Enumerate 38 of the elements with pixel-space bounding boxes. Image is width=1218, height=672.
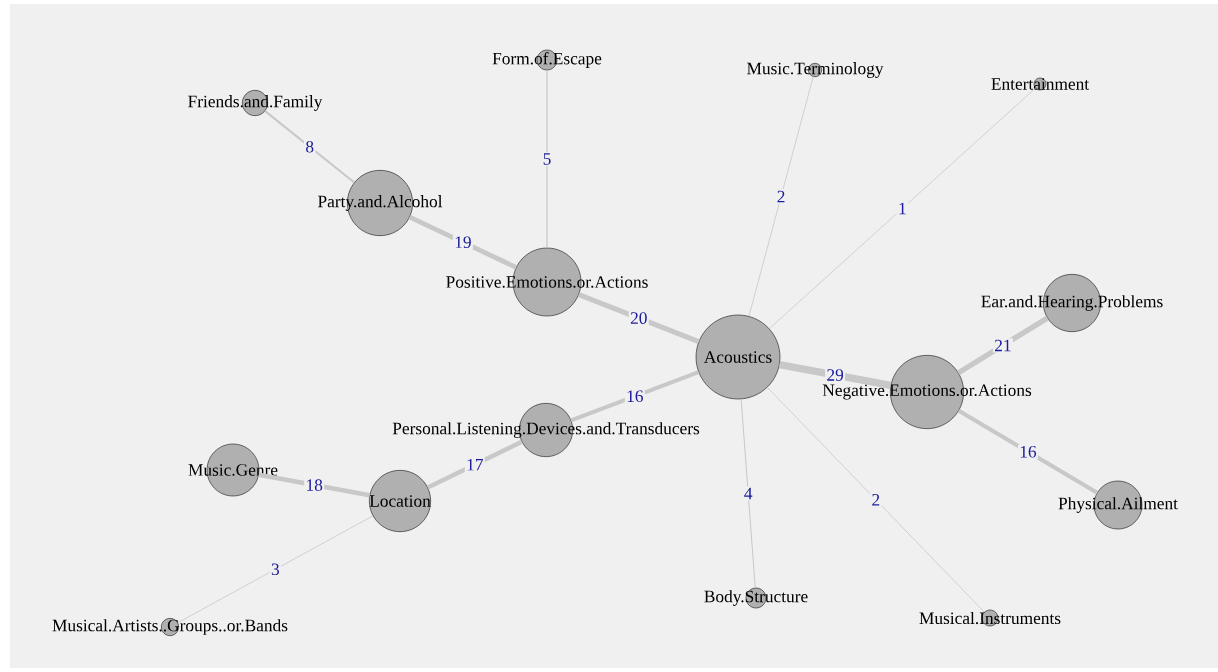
edge-label: 4: [742, 486, 754, 501]
edge-line: [408, 214, 518, 270]
edge-line: [177, 515, 374, 624]
edge-line: [426, 439, 523, 490]
network-node: Music.Genre: [188, 443, 278, 497]
edge-label: 16: [624, 389, 645, 404]
edge-line: [740, 398, 756, 589]
edge-line: [957, 409, 1099, 495]
network-node: Personal.Listening.Devices.and.Transducers: [392, 403, 700, 457]
edge-line: [577, 292, 700, 344]
network-node: Musical.Artists..Groups..or.Bands: [52, 618, 288, 636]
network-node: Location: [369, 470, 431, 532]
edge-line: [957, 315, 1049, 375]
network-node: Form.of.Escape: [492, 49, 602, 71]
network-node: Entertainment: [991, 77, 1089, 91]
edge-label: 19: [452, 235, 473, 250]
edge-line: [766, 387, 985, 613]
edge-line: [264, 110, 355, 184]
edge-line: [748, 76, 814, 317]
edge-label: 2: [870, 492, 882, 507]
network-node: Music.Terminology: [747, 62, 884, 78]
edge-line: [768, 87, 1036, 330]
network-node: Musical.Instruments: [919, 609, 1061, 627]
network-node: Friends.and.Family: [188, 90, 323, 116]
node-label: Friends.and.Family: [188, 95, 323, 111]
network-node: Party.and.Alcohol: [318, 170, 443, 236]
network-node: Physical.Ailment: [1058, 480, 1178, 530]
edge-label: 5: [541, 151, 553, 167]
edge-label: 21: [992, 338, 1013, 353]
edge-line: [258, 472, 370, 498]
edge-line: [570, 370, 700, 423]
edge-label: 8: [304, 139, 316, 154]
node-label: Personal.Listening.Devices.and.Transducers: [392, 422, 700, 438]
network-node: Ear.and.Hearing.Problems: [981, 274, 1163, 332]
network-node: Body.Structure: [704, 587, 808, 609]
network-node: Acoustics: [695, 314, 781, 400]
edge-label: 2: [775, 189, 787, 204]
edge-line: [778, 361, 892, 389]
